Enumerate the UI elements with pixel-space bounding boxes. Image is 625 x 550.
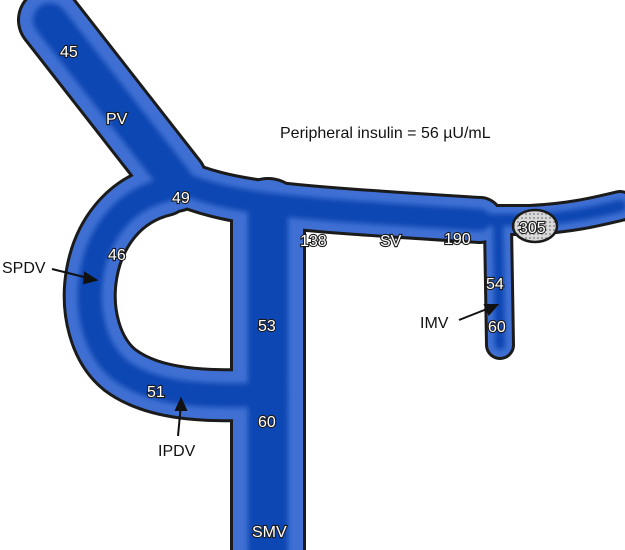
value-spdv: 46 <box>108 247 126 264</box>
value-imv-lower: 60 <box>488 319 506 336</box>
value-sv-proximal: 138 <box>300 233 327 250</box>
caption-text: Peripheral insulin = 56 µU/mL <box>280 125 491 142</box>
value-imv-upper: 54 <box>486 276 504 293</box>
vessel-body <box>50 20 620 550</box>
value-sv-distal: 190 <box>444 231 471 248</box>
value-sv-tumor: 305 <box>519 220 546 237</box>
label-pv: PV <box>106 111 128 128</box>
label-imv: IMV <box>420 315 449 332</box>
value-pv-top: 45 <box>60 44 78 61</box>
label-ipdv: IPDV <box>158 443 196 460</box>
value-confluence: 49 <box>172 190 190 207</box>
label-spdv: SPDV <box>2 260 46 277</box>
label-smv: SMV <box>252 524 287 541</box>
value-smv-upper: 53 <box>258 318 276 335</box>
value-ipdv: 51 <box>147 384 165 401</box>
label-sv: SV <box>380 233 402 250</box>
value-smv-lower: 60 <box>258 414 276 431</box>
